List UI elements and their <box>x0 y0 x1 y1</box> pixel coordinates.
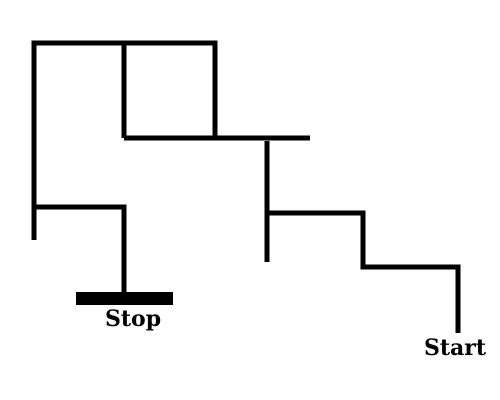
start-label: Start <box>424 335 487 361</box>
stop-bar <box>76 292 173 305</box>
lower-branch-path <box>34 204 127 297</box>
path-lines <box>31 40 461 333</box>
stop-label: Stop <box>105 306 161 332</box>
start-staircase-path <box>267 210 461 333</box>
